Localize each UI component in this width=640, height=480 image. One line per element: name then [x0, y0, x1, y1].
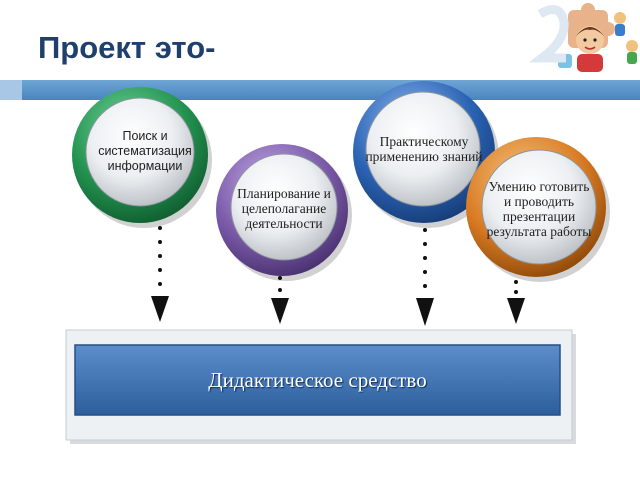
- connector-3: [416, 228, 434, 326]
- arrow-down-icon: [151, 296, 169, 322]
- circle-planning-goal-setting: [216, 144, 352, 281]
- puzzle-clipart-icon: [530, 3, 638, 72]
- circle-label-presentation: Умению готовить и проводить презентации …: [486, 179, 592, 239]
- circle-presentation-skills: [466, 137, 610, 282]
- didactic-tool-box: [65, 329, 576, 444]
- title-bar-notch: [0, 80, 22, 100]
- connector-4: [507, 280, 525, 324]
- circle-label-search: Поиск и систематизация информации: [98, 128, 192, 173]
- connector-2: [271, 276, 289, 324]
- arrow-down-icon: [271, 298, 289, 324]
- circle-practical-application: [353, 81, 499, 228]
- circle-search-systematization: [72, 87, 212, 228]
- slide-title: Проект это-: [38, 30, 216, 65]
- connector-1: [151, 226, 169, 322]
- bottom-box-label: Дидактическое средство: [208, 367, 427, 392]
- circle-label-planning: Планирование и целеполагание деятельност…: [237, 185, 331, 231]
- arrow-down-icon: [507, 298, 525, 324]
- cartoon-child-icon: [576, 26, 604, 72]
- circle-label-practical: Практическому применению знаний: [365, 134, 483, 164]
- faded-digit-icon: [530, 5, 569, 63]
- arrow-down-icon: [416, 298, 434, 326]
